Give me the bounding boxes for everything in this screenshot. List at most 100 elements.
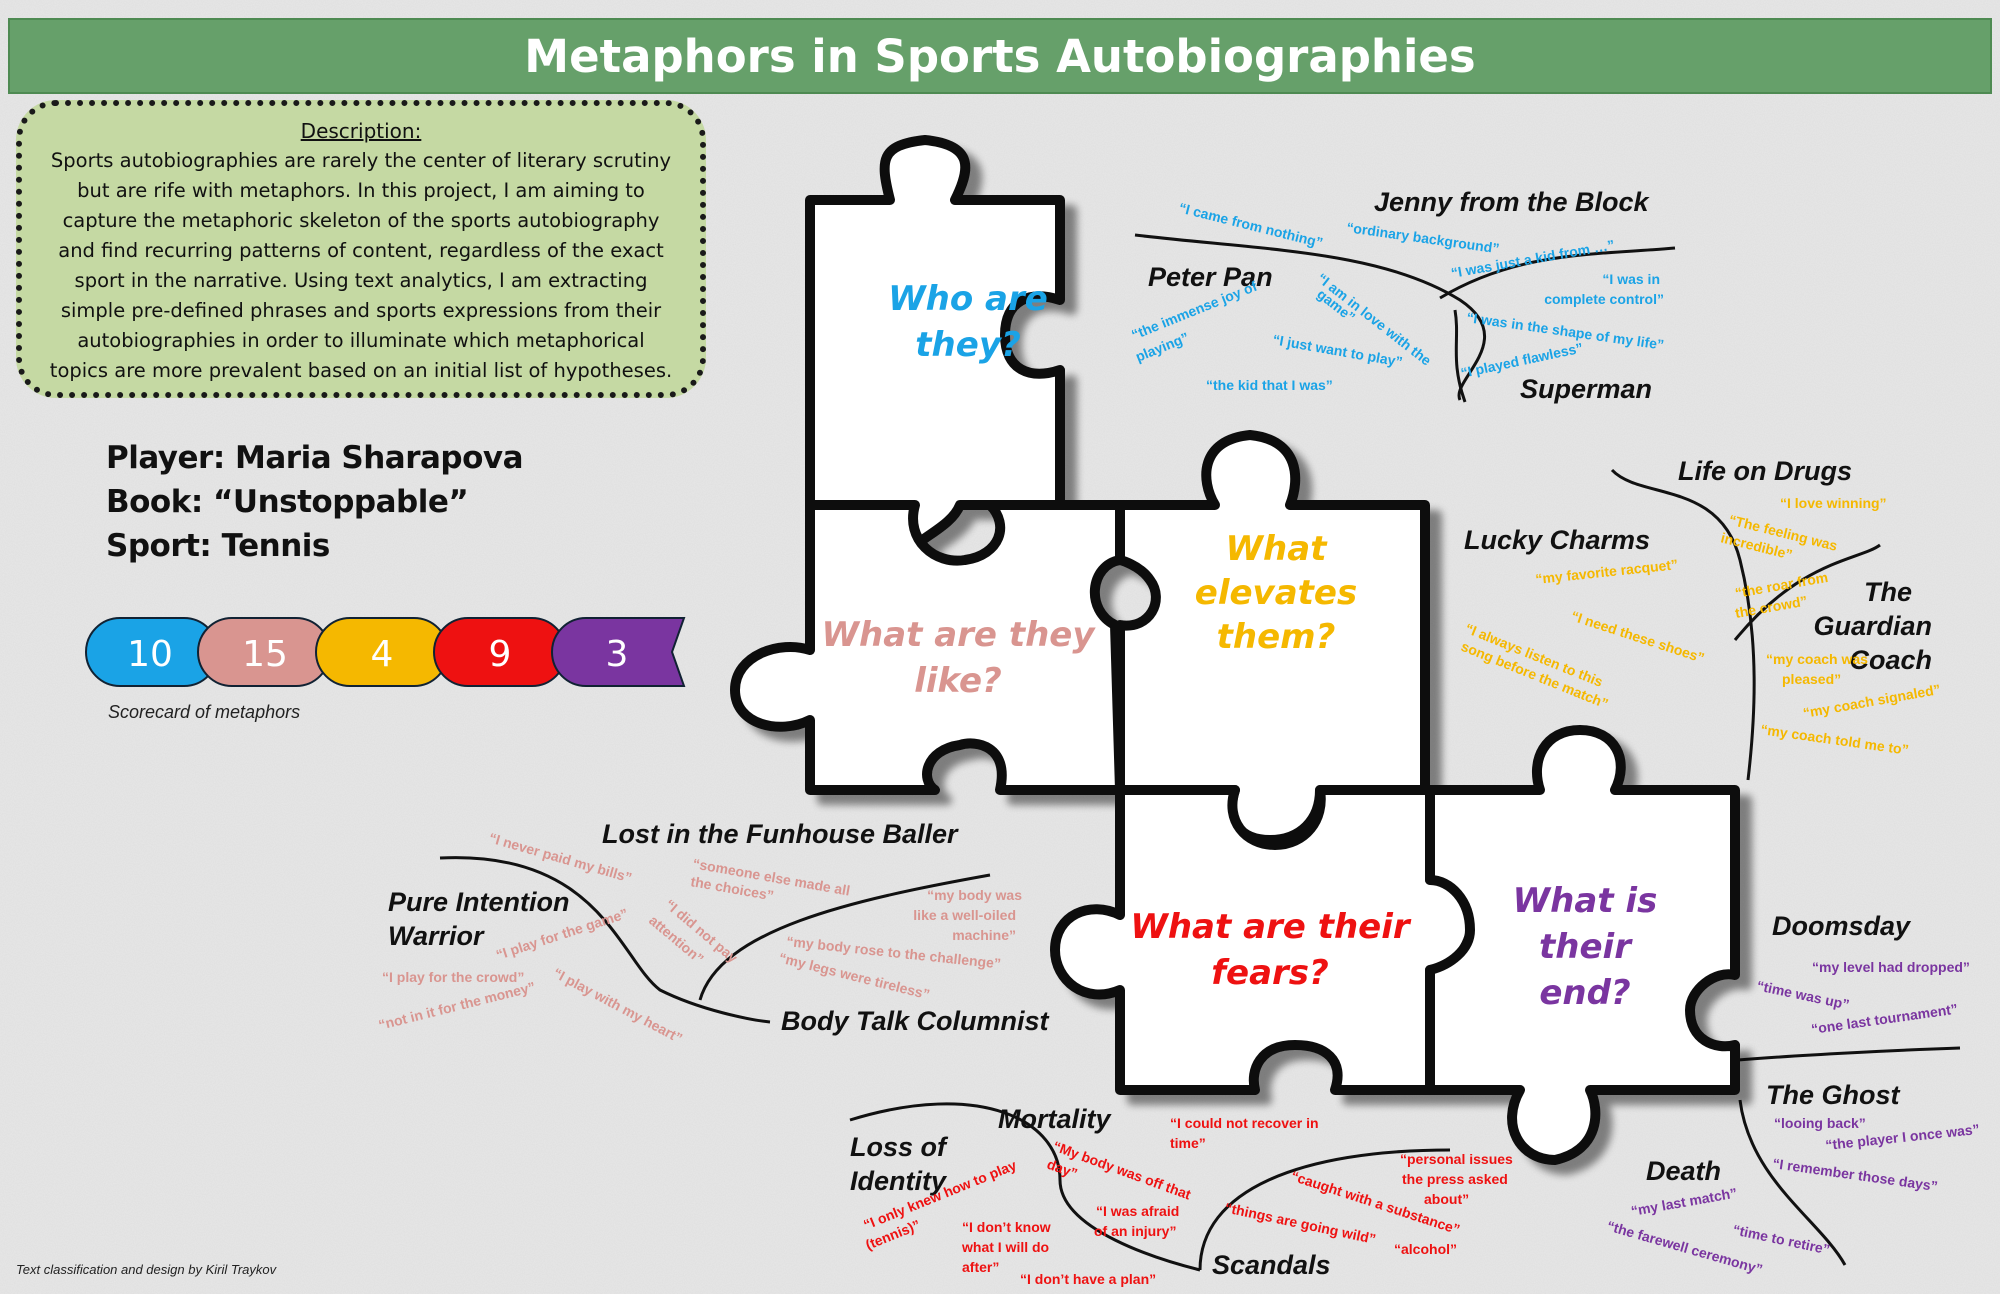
phrase: “I was in [1602, 271, 1660, 287]
sport-line: Sport: Tennis [106, 528, 330, 564]
phrase: “I need these shoes” [1569, 608, 1706, 666]
score-tile-yellow: 4 [315, 617, 449, 687]
question-line: them? [1217, 617, 1336, 657]
phrase: “I play with my heart” [551, 965, 686, 1047]
score-value: 15 [242, 634, 288, 675]
connector-line [439, 856, 771, 1024]
question-who: Who are they? [888, 279, 1048, 365]
label-superman: Superman [1520, 374, 1652, 404]
phrase: “my coach told me to” [1760, 721, 1910, 758]
player-line: Player: Maria Sharapova [106, 440, 524, 476]
label-loss-of-identity-line: Loss of [850, 1132, 949, 1162]
phrase: “the kid that I was” [1206, 377, 1333, 393]
player-info: Player: Maria Sharapova Book: “Unstoppab… [106, 436, 524, 568]
phrase: “time was up” [1755, 977, 1850, 1012]
question-line: end? [1539, 973, 1630, 1013]
phrase: after” [962, 1259, 999, 1275]
phrase: what I will do [961, 1239, 1049, 1255]
score-value: 9 [489, 634, 512, 675]
puzzle-piece-elevates [1115, 430, 1430, 845]
question-end: What is their end? [1513, 881, 1658, 1013]
phrase: “my favorite racquet” [1535, 556, 1679, 587]
question-line: their [1539, 927, 1633, 967]
phrase: of an injury” [1094, 1223, 1176, 1239]
title-banner: Metaphors in Sports Autobiographies [8, 18, 1992, 94]
score-value: 4 [371, 634, 394, 675]
phrase: “alcohol” [1394, 1241, 1457, 1257]
label-guardian-coach-line: Coach [1849, 645, 1932, 675]
book-line: Book: “Unstoppable” [106, 484, 469, 520]
question-line: fears? [1211, 953, 1329, 993]
score-tile-purple: 3 [551, 617, 686, 687]
label-death: Death [1646, 1156, 1721, 1186]
connector-line [1198, 1148, 1451, 1271]
label-scandals: Scandals [1212, 1250, 1331, 1280]
question-line: What is [1513, 881, 1658, 921]
label-mortality: Mortality [998, 1104, 1112, 1134]
category-labels: Jenny from the Block Peter Pan Superman … [388, 187, 1932, 1280]
description-body: Sports autobiographies are rarely the ce… [49, 149, 673, 382]
question-fears: What are their fears? [1130, 907, 1412, 993]
puzzle-piece-fears [1050, 785, 1478, 1095]
description-box: Description: Sports autobiographies are … [16, 100, 706, 398]
phrase: “I don’t have a plan” [1020, 1271, 1156, 1287]
phrase: “looing back” [1774, 1115, 1866, 1131]
phrase: “personal issues [1400, 1151, 1513, 1167]
phrase: “things are going wild” [1223, 1199, 1377, 1247]
question-line: Who are [888, 279, 1048, 319]
question-line: What [1226, 529, 1329, 569]
phrase: “ordinary background” [1346, 219, 1501, 256]
page-title: Metaphors in Sports Autobiographies [524, 29, 1476, 83]
question-like: What are they like? [821, 615, 1096, 701]
puzzle-piece-end [1425, 725, 1740, 1165]
phrase: “not in it for the money” [377, 978, 537, 1032]
question-line: What are they [821, 615, 1096, 655]
question-line: like? [914, 661, 1002, 701]
label-guardian-coach-line: The [1864, 577, 1912, 607]
phrase: “my level had dropped” [1812, 959, 1970, 975]
score-tile-pink: 15 [197, 617, 331, 687]
connector-line [1737, 1046, 1961, 1062]
label-jenny-from-the-block: Jenny from the Block [1374, 187, 1651, 217]
score-value: 10 [127, 634, 173, 675]
question-line: What are their [1130, 907, 1412, 947]
phrase: machine” [952, 927, 1016, 943]
label-peter-pan: Peter Pan [1148, 262, 1273, 292]
phrase: pleased” [1782, 671, 1841, 687]
phrase: “I don’t know [962, 1219, 1051, 1235]
phrase: complete control” [1544, 291, 1664, 307]
label-the-ghost: The Ghost [1766, 1080, 1901, 1110]
scorecard: 10 15 4 9 3 [85, 617, 686, 687]
label-guardian-coach-line: Guardian [1813, 611, 1932, 641]
score-tile-red: 9 [433, 617, 567, 687]
connector-line [1738, 1099, 1847, 1266]
score-value: 3 [606, 634, 629, 675]
phrases-red: “I could not recover in time” “My body w… [861, 1115, 1513, 1287]
connector-lines [439, 233, 1961, 1272]
phrase: the press asked [1402, 1171, 1508, 1187]
question-elevates: What elevates them? [1195, 529, 1357, 657]
scorecard-caption: Scorecard of metaphors [108, 702, 301, 722]
phrase: “my coach signaled” [1802, 681, 1942, 721]
phrase: time” [1170, 1135, 1206, 1151]
phrase: like a well-oiled [913, 907, 1016, 923]
connector-line [1733, 543, 1881, 641]
label-loss-of-identity-line: Identity [850, 1166, 948, 1196]
connector-line [1439, 246, 1676, 300]
label-doomsday: Doomsday [1772, 911, 1912, 941]
phrase: “I love winning” [1780, 495, 1887, 511]
phrase: “I remember those days” [1772, 1155, 1939, 1194]
phrases-blue: “I came from nothing” “ordinary backgrou… [1129, 199, 1665, 393]
phrase: “I could not recover in [1170, 1115, 1319, 1131]
connector-line [1134, 233, 1486, 401]
phrase: “I play for the crowd” [382, 969, 524, 985]
credit-line: Text classification and design by Kiril … [16, 1262, 277, 1277]
score-tile-blue: 10 [85, 617, 219, 687]
label-body-talk-columnist: Body Talk Columnist [781, 1006, 1050, 1036]
label-pure-intention-warrior-line: Warrior [388, 921, 485, 951]
label-lucky-charms: Lucky Charms [1464, 525, 1650, 555]
phrase: about” [1424, 1191, 1469, 1207]
question-line: elevates [1195, 573, 1357, 613]
connector-line [698, 873, 991, 1001]
